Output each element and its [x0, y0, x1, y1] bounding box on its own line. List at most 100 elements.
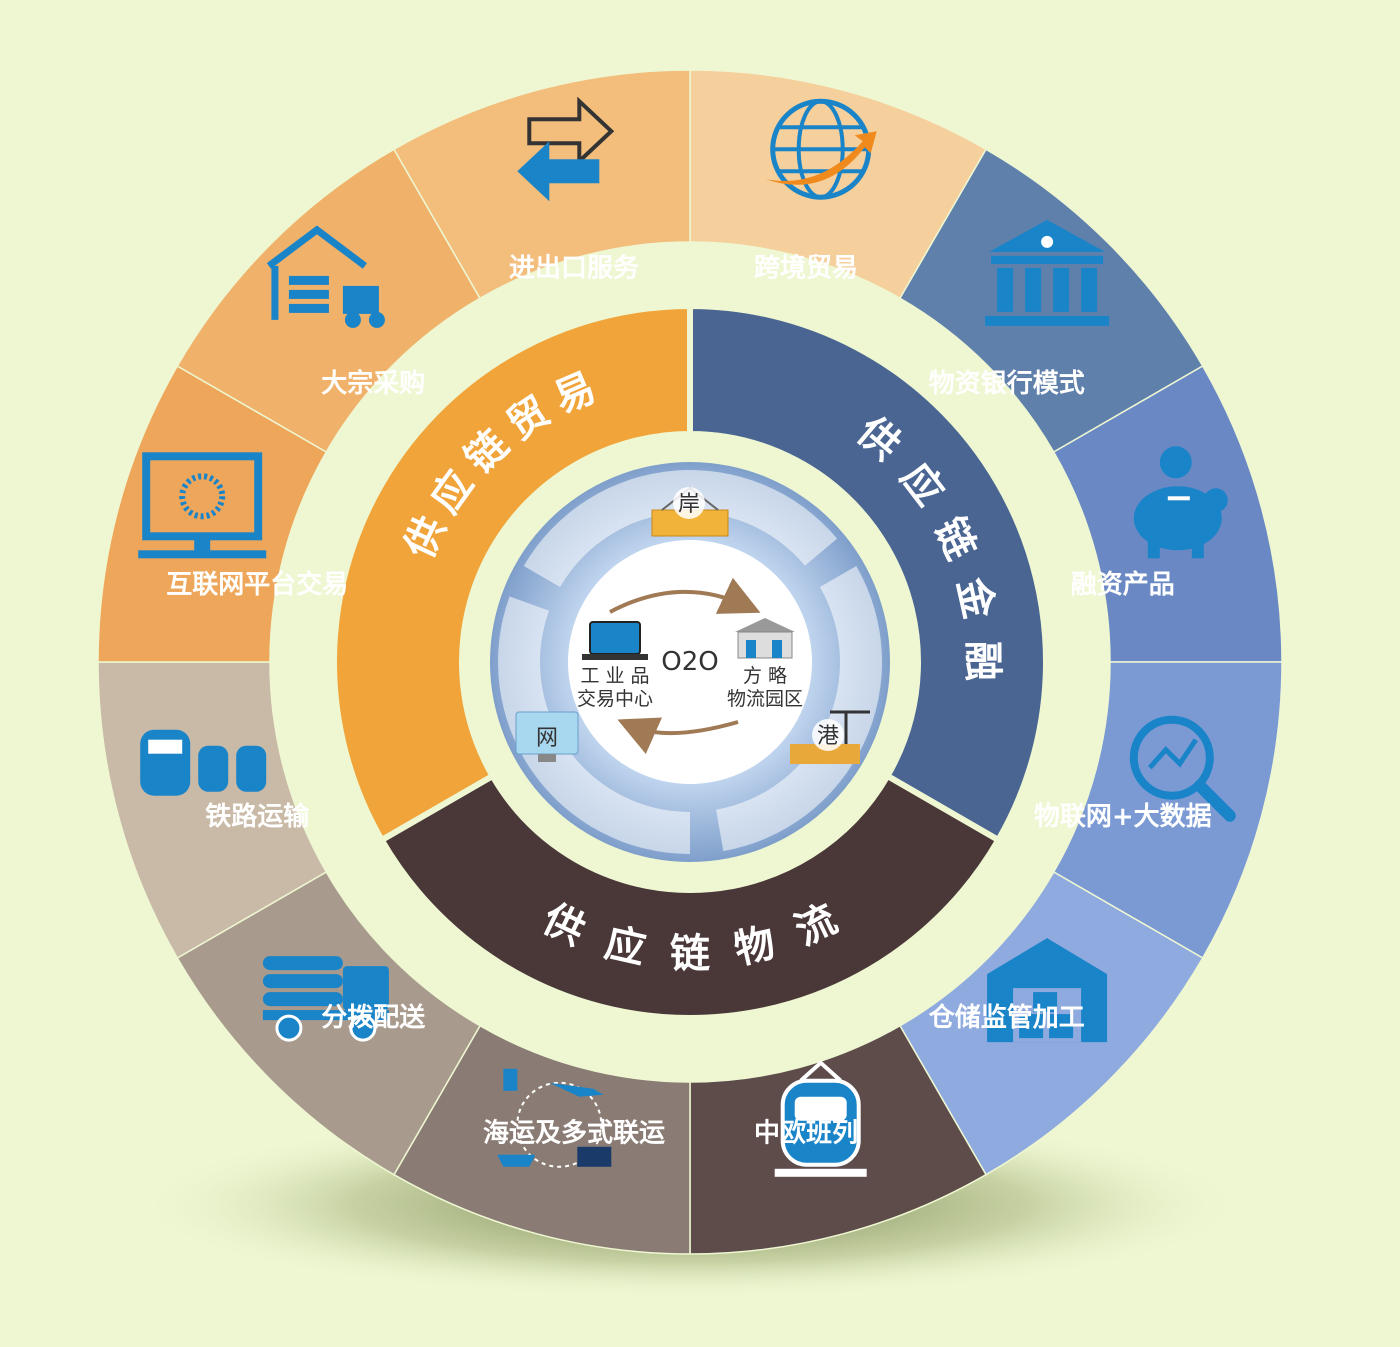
badge-top: 岸 — [678, 492, 700, 517]
truck-chassis — [262, 1010, 389, 1021]
segment-label-4: 仓储监管加工 — [928, 1002, 1085, 1033]
truck-wheel-b — [368, 311, 385, 328]
globe-icon — [765, 98, 877, 200]
magnifier-lens — [1129, 715, 1214, 800]
cargo-roll-0 — [262, 956, 343, 971]
train-pantograph — [799, 1060, 843, 1083]
segment-label-6: 海运及多式联运 — [483, 1119, 665, 1149]
bank-roof-dot — [1041, 235, 1054, 248]
truck-wheel-a — [344, 311, 361, 328]
finance-label-char-4: 融 — [959, 641, 1005, 681]
logistics-sector — [377, 771, 1003, 1021]
cycle-arrow-1 — [716, 566, 882, 852]
monitor-icon — [138, 452, 267, 559]
route-circle — [516, 1081, 603, 1168]
segment-label-8: 铁路运输 — [205, 801, 310, 832]
magnifier-handle — [1193, 779, 1236, 822]
truck-wheel-2 — [349, 1014, 377, 1042]
segment-label-1: 物资银行模式 — [929, 368, 1085, 399]
piggy-bank-icon — [1133, 446, 1228, 559]
segment-label-11: 进出口服务 — [509, 253, 639, 283]
cargo-roll-2 — [262, 992, 343, 1007]
train-small — [236, 745, 267, 792]
ship-icon — [497, 1154, 536, 1167]
loading-icon — [179, 473, 226, 520]
computer-stand — [538, 754, 556, 762]
box-3 — [1033, 992, 1058, 1013]
plane-icon — [549, 1082, 604, 1097]
left-line-1: 工 业 品 — [580, 665, 649, 687]
train-rail — [774, 1168, 867, 1177]
bank-column-0 — [997, 267, 1014, 312]
train-big-window — [148, 739, 183, 754]
center-core: O2O工 业 品交易中心方 略物流园区岸网港 — [490, 462, 890, 862]
train-mid — [198, 745, 229, 792]
goods-row-2 — [288, 303, 329, 313]
train-icon — [774, 1060, 867, 1177]
cart-icon — [503, 1068, 518, 1091]
trains-icon — [140, 729, 267, 796]
piggy-body — [1133, 486, 1222, 551]
arrow-left-icon — [517, 141, 600, 202]
magnifier-chart-icon — [1129, 715, 1236, 822]
warehouse-roof — [266, 225, 368, 269]
port-crane-icon — [830, 710, 870, 744]
bank-base — [985, 315, 1110, 326]
arrow-right-icon — [527, 96, 615, 166]
piggy-leg-2 — [1191, 540, 1204, 559]
globe-parallels — [778, 125, 863, 174]
building-roof-icon — [735, 618, 795, 632]
bank-column-3 — [1081, 267, 1098, 312]
segment-label-2: 融资产品 — [1071, 570, 1175, 600]
piggy-slot — [1167, 496, 1190, 501]
truck-body — [342, 285, 379, 314]
truck-icon — [262, 956, 389, 1042]
box-2 — [1049, 1014, 1074, 1039]
piggy-leg-1 — [1147, 540, 1160, 559]
monitor-neck — [194, 536, 211, 553]
cycle-arrow-0 — [523, 470, 838, 587]
logistics-label-char-1: 应 — [601, 920, 650, 974]
chart-line — [1147, 738, 1198, 770]
badge-left: 网 — [536, 726, 558, 751]
box-1 — [1019, 1014, 1044, 1039]
finance-sector — [687, 302, 1049, 845]
trade-sector — [331, 302, 693, 845]
arrow-top — [609, 577, 761, 614]
bank-icon — [985, 219, 1110, 326]
right-line-2: 物流园区 — [727, 688, 803, 710]
laptop-base — [582, 654, 648, 660]
segment-label-7: 分拨配送 — [321, 1003, 425, 1033]
truck-cab — [342, 966, 389, 1011]
left-line-2: 交易中心 — [577, 688, 653, 710]
bank-beam — [991, 255, 1104, 264]
train-window — [794, 1096, 847, 1121]
train-big — [140, 729, 191, 796]
logistics-label-char-3: 物 — [730, 920, 779, 974]
goods-row-1 — [288, 289, 329, 299]
piggy-ear — [1203, 488, 1228, 513]
warehouse-truck-icon — [266, 225, 385, 328]
badge-right-bg — [812, 719, 844, 751]
inner-ring: 供应链贸易供应链金融供应链物流 — [331, 302, 1049, 1021]
segment-label-10: 大宗采购 — [321, 368, 425, 399]
exchange-arrows-icon — [517, 96, 615, 202]
monitor-base — [138, 550, 267, 559]
truck-wheel-1 — [275, 1014, 303, 1042]
segment-label-0: 跨境贸易 — [754, 252, 858, 283]
port-cargo-icon — [790, 744, 860, 764]
globe-swoosh — [765, 131, 877, 185]
warehouse-icon — [987, 938, 1108, 1043]
segment-label-3: 物联网+大数据 — [1034, 802, 1212, 832]
badge-right: 港 — [817, 724, 839, 749]
bank-column-1 — [1025, 267, 1042, 312]
logistics-label-char-2: 链 — [670, 931, 710, 977]
segment-label-5: 中欧班列 — [754, 1118, 858, 1149]
bank-column-2 — [1053, 267, 1070, 312]
o2o-label: O2O — [661, 647, 718, 677]
laptop-icon — [589, 621, 641, 655]
coin-icon — [1159, 446, 1192, 479]
